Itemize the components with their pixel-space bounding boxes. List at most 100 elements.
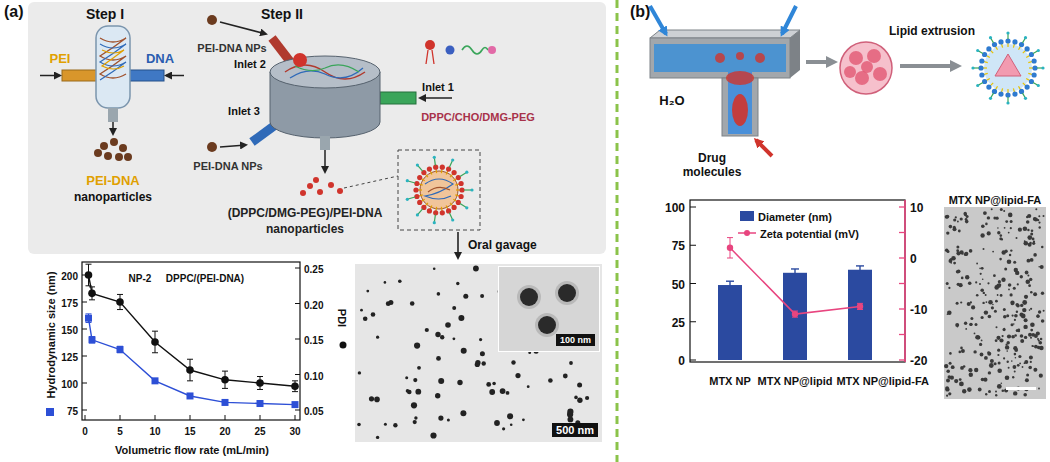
tick-label: -10 [910,304,927,318]
particle-dot [1032,242,1035,245]
particle-dot [949,225,953,229]
step2-mixer [488,46,496,54]
particle-dot [957,283,960,286]
particle-dot [1008,289,1010,291]
particle-dot [1023,325,1027,329]
particle-dot [433,267,436,270]
particle-dot [1036,315,1040,319]
particle-dot [414,416,417,419]
data-point [187,392,194,399]
particle-dot [458,315,464,321]
particle-dot [1022,300,1027,305]
particle-dot [961,277,964,280]
tick-label: 100 [665,202,685,216]
particle-dot [1031,345,1033,347]
product-label: nanoparticles [74,191,152,205]
particle-dot [982,279,984,281]
particle-dot [507,413,513,419]
data-line [89,275,296,386]
error-bar [727,258,733,259]
error-bar [727,237,733,238]
label-anchor: nanoparticles [74,187,152,205]
image-heading: MTX NP@lipid-FA [949,194,1042,206]
particle-dot [1004,250,1007,253]
particle-dot [1019,363,1021,365]
particle-dot [494,420,500,426]
particle-dot [966,215,969,218]
particle-dot [1007,361,1009,363]
step1-mixer [124,153,132,161]
particle-dot [954,379,958,383]
data-point [117,346,124,353]
particle-dot [1007,260,1012,265]
step1-mixer [112,122,114,134]
step1-mixer [40,26,184,161]
label-anchor: MTX NP@lipid [758,371,833,389]
particle-dot [482,361,486,365]
ligand [971,66,974,69]
particle-dot [949,362,952,365]
label-anchor: 0.10 [304,365,323,383]
particle-dot [1029,278,1032,281]
data-point [792,311,798,317]
particle-dot [955,216,957,218]
lipid-head [986,46,991,51]
data-point [89,336,96,343]
particle-dot [475,362,480,367]
lipid-head [414,194,419,199]
particle-dot [1013,261,1016,264]
label-anchor: PEI-DNA NPs [193,156,262,174]
particle-dot [1009,254,1011,256]
ligand [1024,36,1027,39]
particle-dot [1027,259,1030,262]
particle-dot [1024,295,1028,299]
particle-dot [1007,334,1011,338]
lipid-shell [971,31,1044,104]
data-point [186,366,194,374]
error-bar [794,269,795,277]
particle-dot [585,396,589,400]
particle-dot [1006,350,1008,352]
label-anchor: 0 [678,351,685,369]
axis-tick [85,415,86,420]
particle-dot [956,270,960,274]
label-anchor: H₂O [659,91,684,109]
lipid-head [459,194,464,199]
label-anchor: Inlet 2 [234,54,266,72]
particle-dot [1012,376,1014,378]
lipid-head [978,65,983,70]
particle-dot [955,323,959,327]
particle-dot [1011,335,1014,338]
particle-dot [995,300,998,303]
lipid-head [459,187,464,192]
ligand [976,49,979,52]
particle-dot [437,292,441,296]
particle-dot [1002,390,1005,393]
particle-dot [461,348,467,354]
liposome [995,54,1021,76]
label-anchor: 0 [82,421,88,439]
particle-dot [1014,353,1017,356]
particle-dot [953,226,956,229]
particle-dot [1037,315,1040,318]
lipid-head [417,175,422,180]
step2-mixer [446,46,455,55]
tick-label: 5 [117,426,123,438]
cross-junction-chip [782,6,796,34]
particle-dot [1003,308,1006,311]
label-anchor: 100 [665,198,685,216]
particle-dot [985,393,987,395]
axis-tick [82,383,87,384]
particle-dot [1035,208,1037,210]
label-anchor: 175 [61,293,78,311]
particle-dot [989,363,994,368]
axis-tick [82,302,87,303]
axis-tick [295,339,300,340]
label-anchor: 100 [61,374,78,392]
particle-dot [1004,227,1006,229]
particle-dot [1018,355,1021,358]
particle-dot [363,317,368,322]
particle-dot [978,388,982,392]
particle-dot [374,397,380,403]
step2-mixer [380,92,416,104]
